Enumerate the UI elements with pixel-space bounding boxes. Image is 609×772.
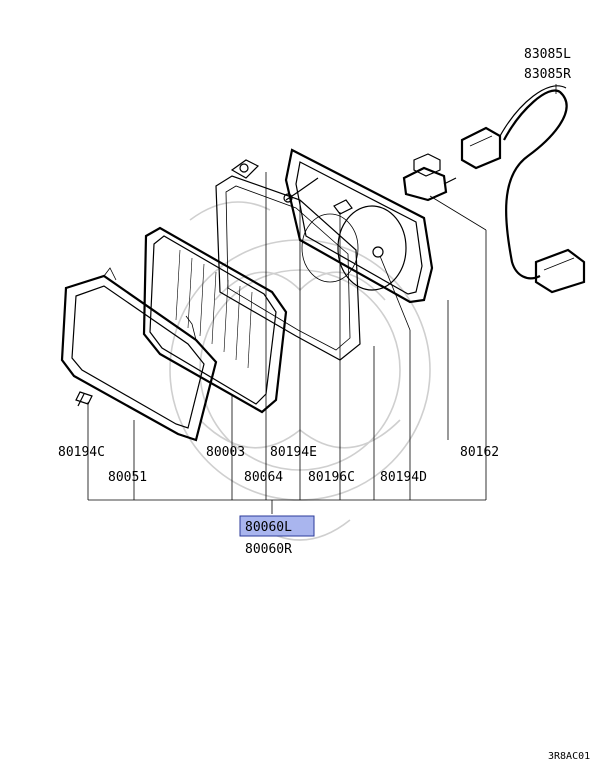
label-80051[interactable]: 80051 (108, 470, 147, 485)
assembly-highlight (239, 515, 315, 537)
label-80060L[interactable]: 80060L (245, 520, 292, 535)
label-80064[interactable]: 80064 (244, 470, 283, 485)
bezel-frame (60, 267, 218, 442)
mounting-frame (215, 175, 361, 361)
label-80194D[interactable]: 80194D (380, 470, 427, 485)
diagram-code: 3R8AC01 (548, 751, 590, 762)
leader-lines (87, 84, 557, 514)
label-80003[interactable]: 80003 (206, 445, 245, 460)
bulb-socket (402, 153, 457, 202)
lens-shading (175, 249, 253, 369)
label-83085L[interactable]: 83085L (524, 47, 571, 62)
label-80060R[interactable]: 80060R (245, 542, 292, 557)
label-80194C[interactable]: 80194C (58, 445, 105, 460)
label-80194E[interactable]: 80194E (270, 445, 317, 460)
label-80196C[interactable]: 80196C (308, 470, 355, 485)
screws (75, 159, 384, 407)
label-80162[interactable]: 80162 (460, 445, 499, 460)
sealed-beam-lens (142, 226, 288, 414)
part-labels: 83085L 83085R 80194C 80051 80003 80064 8… (58, 47, 590, 762)
wire-harness (460, 85, 586, 294)
label-83085R[interactable]: 83085R (524, 67, 571, 82)
